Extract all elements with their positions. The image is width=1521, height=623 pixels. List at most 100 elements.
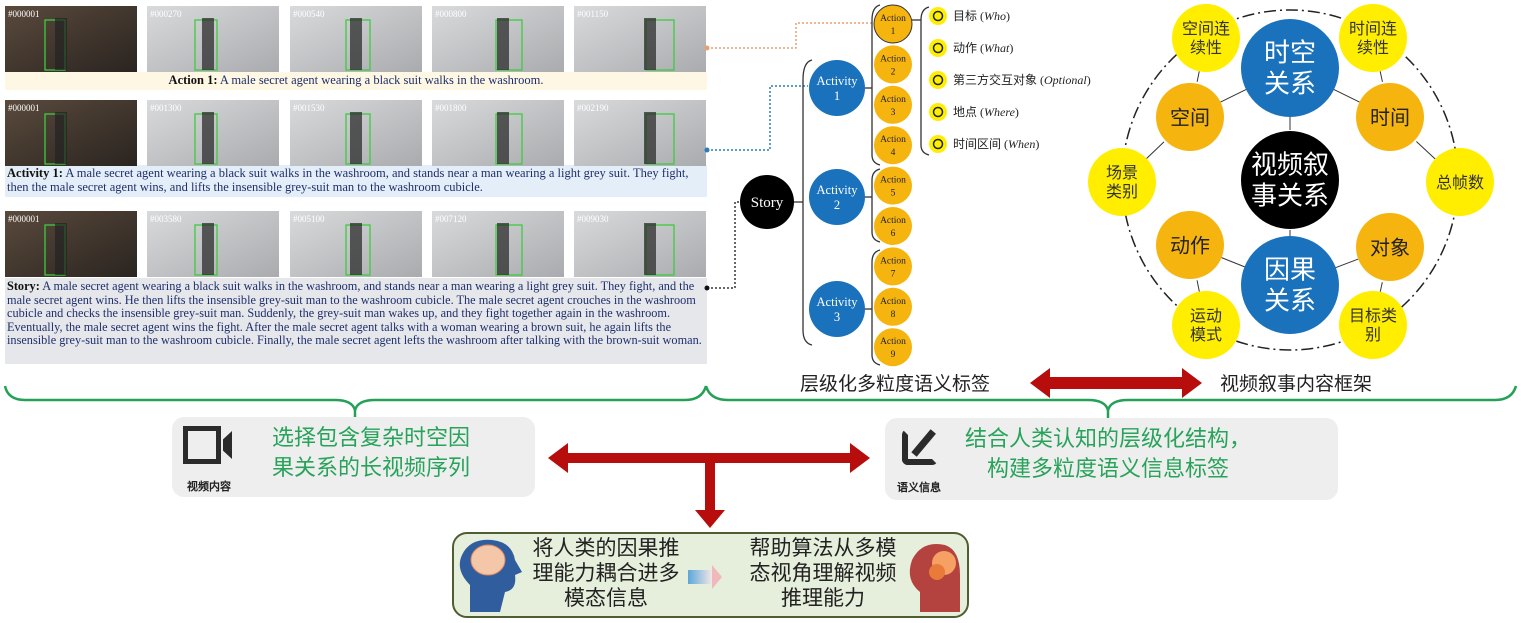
action-number: 3	[891, 108, 896, 118]
frame-number: #001300	[150, 103, 182, 113]
spatiotemporal-relation-label: 时空	[1264, 39, 1316, 69]
frame-image	[5, 211, 137, 277]
insight-right-line: 帮助算法从多模	[750, 536, 897, 560]
video-frame: #000800	[432, 6, 564, 72]
insight-right-line: 态视角理解视频	[750, 561, 897, 585]
narrative-relation-label: 视频叙	[1251, 151, 1329, 181]
legend-zh: 目标	[953, 9, 977, 23]
object-node	[1356, 213, 1424, 281]
spatiotemporal-relation-label: 关系	[1264, 70, 1316, 100]
relation-arrow	[1196, 71, 1200, 82]
activity-caption-text: A male secret agent wearing a black suit…	[7, 166, 689, 194]
person-silhouette	[644, 18, 656, 70]
causal-relation-label: 因果	[1264, 256, 1316, 286]
video-camera-icon	[183, 426, 245, 466]
insight-left-line: 模态信息	[564, 586, 648, 610]
action-node	[874, 247, 912, 286]
activity-connector	[707, 85, 808, 151]
temporal-continuity-node	[1339, 4, 1407, 72]
insight-right-line: 推理能力	[781, 586, 865, 610]
action-label: Action	[880, 297, 906, 307]
video-line-1: 选择包含复杂时空因	[272, 426, 471, 451]
people-icon	[929, 71, 947, 89]
clock-icon-glyph	[932, 138, 944, 150]
action-number: 9	[891, 350, 896, 360]
action-label: Action	[880, 256, 906, 266]
story-caption-bg	[5, 278, 707, 364]
action-caption: Action 1: A male secret agent wearing a …	[5, 73, 707, 88]
object-category-label: 别	[1365, 325, 1381, 344]
frame-image	[5, 6, 137, 72]
person-silhouette	[55, 112, 67, 164]
legend-paren-open: (	[1001, 137, 1008, 151]
frame-number: #001800	[435, 103, 467, 113]
activity-node	[809, 169, 865, 225]
action-label: Action	[880, 135, 906, 145]
tree-braces	[794, 4, 930, 366]
legend-label: 地点 (Where)	[953, 105, 1019, 119]
motion-pattern-label: 运动	[1190, 306, 1222, 325]
frame-image	[574, 100, 706, 166]
object-category-label: 目标类	[1349, 306, 1397, 325]
frame-number: #002190	[577, 103, 609, 113]
person-silhouette	[644, 112, 656, 164]
object-category-node	[1339, 291, 1407, 359]
frame-number: #000540	[293, 9, 325, 19]
activity-caption-bg	[5, 165, 707, 197]
framework-label: 视频叙事内容框架	[1220, 373, 1372, 395]
legend-en: Who	[984, 9, 1006, 23]
scene-category-node	[1088, 148, 1156, 216]
scene-category-label: 类别	[1106, 182, 1138, 201]
frame-number: #005100	[293, 214, 325, 224]
green-braces	[3, 385, 1518, 420]
legend-en: When	[1008, 137, 1035, 151]
relation-arrow	[1379, 71, 1383, 82]
action-label: Action	[880, 14, 906, 24]
action-number: 1	[891, 27, 896, 37]
legend-paren-open: (	[1037, 73, 1044, 87]
frame-number: #007120	[435, 214, 467, 224]
legend-label: 动作 (What)	[953, 41, 1013, 55]
activity-node	[809, 60, 865, 116]
time-label: 时间	[1370, 106, 1410, 130]
temporal-continuity-label: 时间连	[1349, 19, 1397, 38]
legend-zh: 第三方交互对象	[953, 72, 1037, 87]
frame-number: #000800	[435, 9, 467, 19]
location-icon	[929, 103, 947, 121]
video-frame: #009030	[574, 211, 706, 277]
story-label: Story	[751, 195, 784, 211]
legend-paren-close: )	[1015, 105, 1019, 119]
scene-category-label: 场景	[1106, 163, 1138, 182]
hier-label: 层级化多粒度语义标签	[800, 373, 990, 395]
action-label: Action	[880, 337, 906, 347]
action-node	[874, 85, 912, 124]
target-icon-glyph	[932, 10, 944, 22]
motion-pattern-label: 模式	[1190, 325, 1222, 344]
video-frame: #000001	[5, 6, 137, 72]
space-label: 空间	[1170, 106, 1210, 130]
video-frame: #000001	[5, 211, 137, 277]
arrow-gradient-icon	[688, 570, 712, 584]
action-number: 4	[891, 148, 896, 158]
person-silhouette	[202, 112, 214, 164]
frame-image	[574, 6, 706, 72]
video-frame: #000001	[5, 100, 137, 166]
legend-zh: 地点	[953, 105, 977, 119]
frame-number: #009030	[577, 214, 609, 224]
activity-label: Activity	[817, 74, 859, 88]
time-node	[1356, 83, 1424, 151]
relation-arrow	[1416, 141, 1436, 160]
clock-icon	[929, 135, 947, 153]
action-node	[1156, 211, 1224, 279]
action-node	[874, 126, 912, 165]
video-frame: #001150	[574, 6, 706, 72]
target-icon	[929, 7, 947, 25]
causal-relation-node	[1241, 236, 1339, 334]
video-frame: #001530	[290, 100, 422, 166]
activity-label: Activity	[817, 183, 859, 197]
frame-number: #001530	[293, 103, 325, 113]
frame-image	[574, 211, 706, 277]
legend-label: 时间区间 (When)	[953, 137, 1039, 151]
story-caption-text: A male secret agent wearing a black suit…	[7, 279, 702, 347]
